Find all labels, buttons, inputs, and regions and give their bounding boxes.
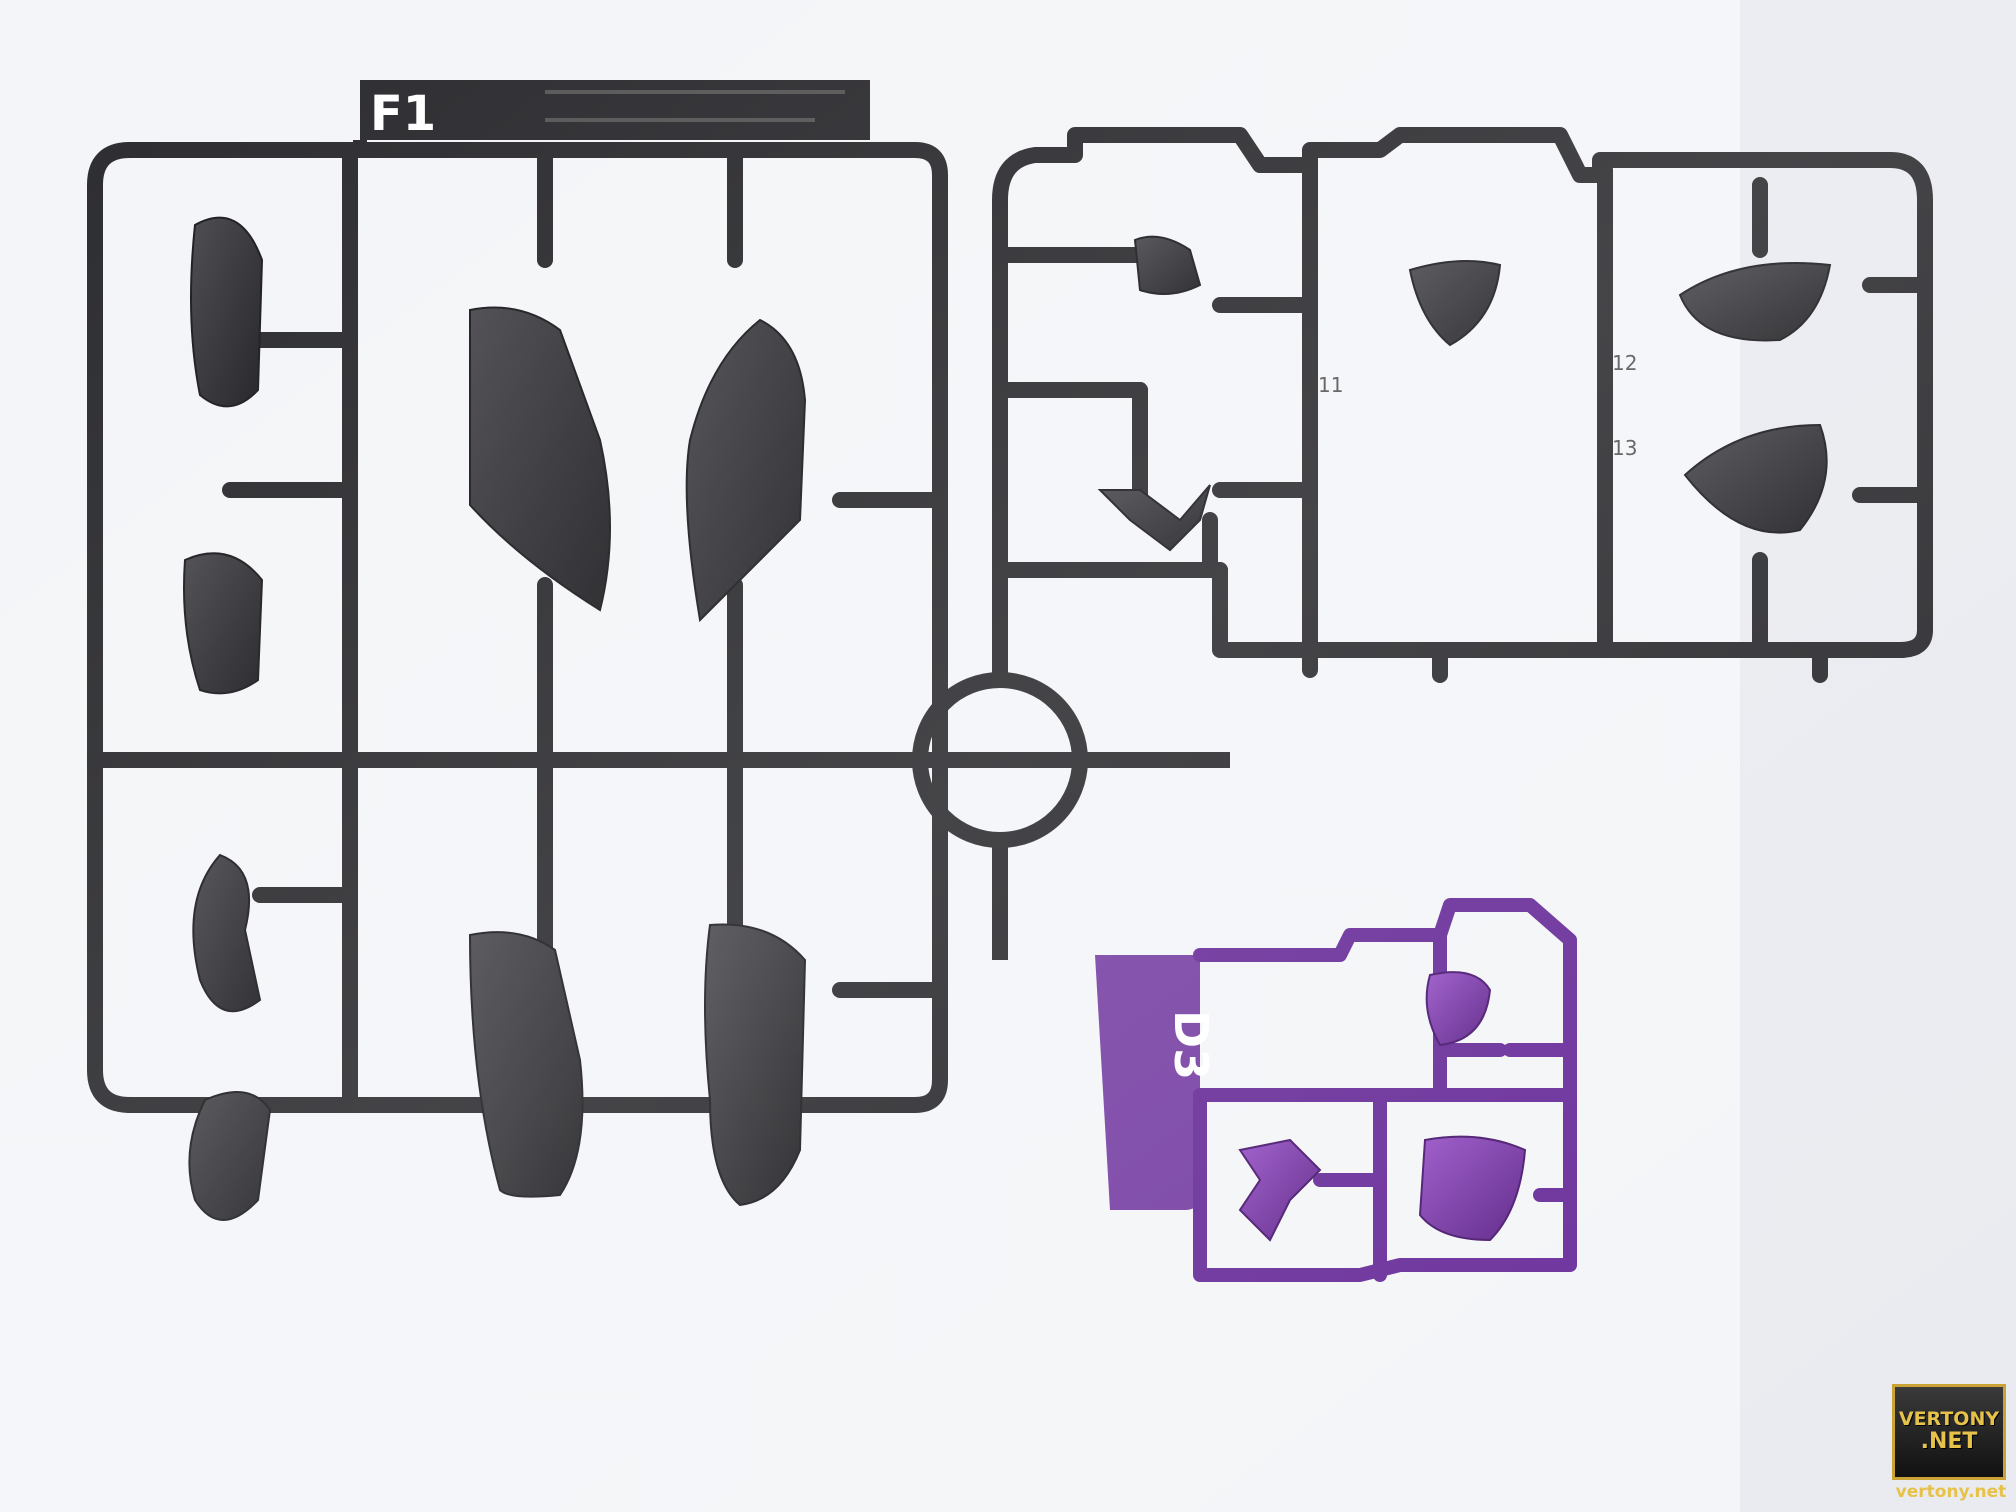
watermark-line2: .NET <box>1920 1429 1978 1455</box>
watermark-url: vertony.net <box>1895 1482 2007 1502</box>
watermark-badge: VERTONY .NET <box>1892 1384 2006 1480</box>
watermark-line1: VERTONY <box>1898 1408 2000 1431</box>
